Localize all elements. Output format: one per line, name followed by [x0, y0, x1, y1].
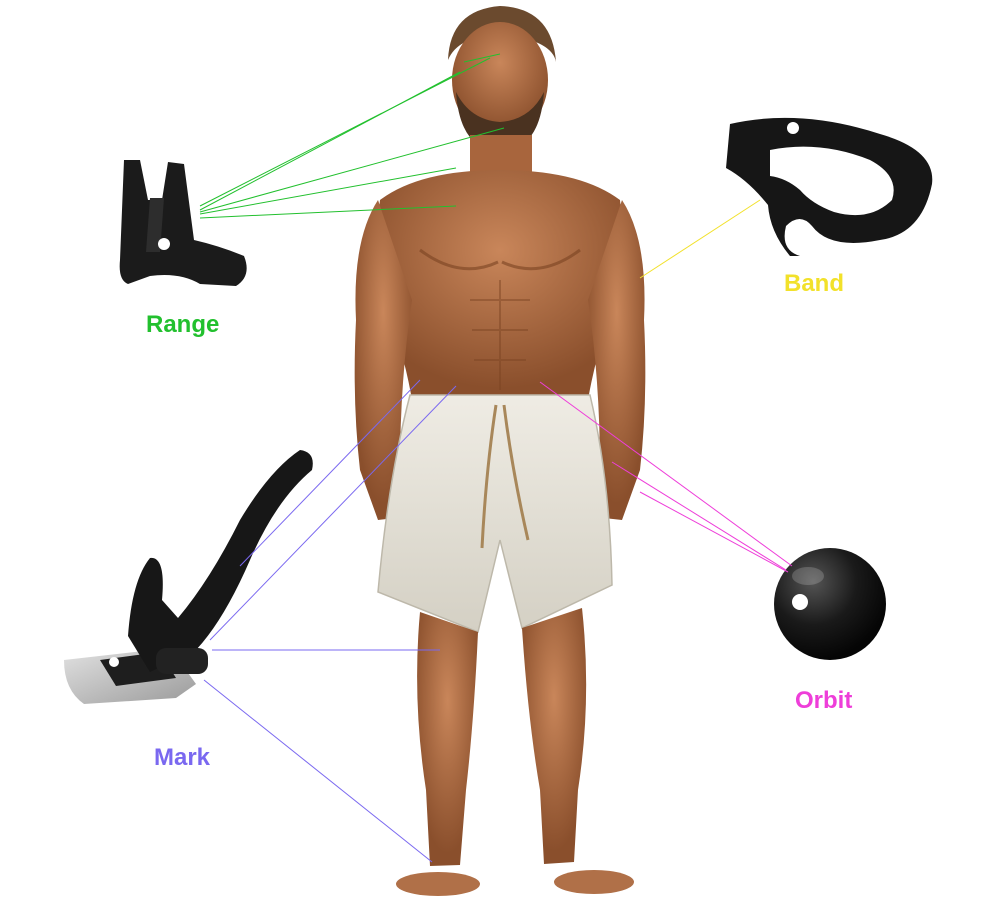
range-connectors	[199, 53, 505, 219]
drawstring	[480, 404, 530, 549]
orbit-label: Orbit	[795, 687, 853, 714]
arm-left	[354, 200, 412, 520]
aletha-logo-icon	[109, 657, 119, 667]
mark-connectors	[203, 379, 457, 863]
leg-right	[522, 608, 587, 864]
model-figure	[354, 6, 646, 896]
foot-left	[396, 872, 480, 896]
arm-right	[588, 200, 646, 520]
range-product	[119, 160, 247, 286]
leg-left	[417, 612, 478, 866]
shorts	[377, 394, 613, 634]
aletha-logo-icon	[792, 594, 808, 610]
range-label: Range	[146, 311, 220, 338]
mark-label: Mark	[154, 744, 211, 771]
foot-right	[554, 870, 634, 894]
orbit-product	[774, 548, 886, 660]
torso	[372, 170, 628, 400]
band-product	[726, 117, 933, 257]
aletha-logo-icon	[787, 122, 799, 134]
aletha-logo-icon	[158, 238, 170, 250]
band-label: Band	[784, 270, 844, 297]
orbit-connectors	[539, 381, 793, 573]
head	[452, 22, 548, 138]
mark-product	[64, 450, 313, 704]
band-connectors	[639, 199, 761, 279]
